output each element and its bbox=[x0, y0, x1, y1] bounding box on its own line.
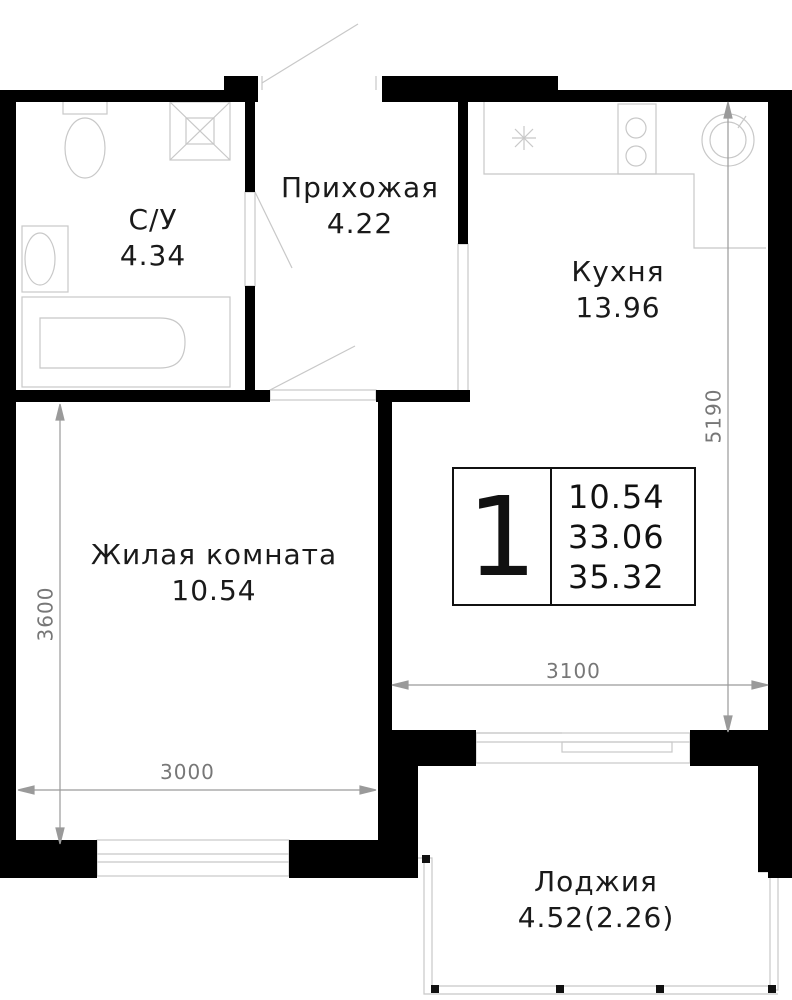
living-room-area: 10.54 bbox=[171, 574, 257, 607]
total-area-value: 33.06 bbox=[568, 517, 665, 556]
loggia-area: 4.52(2.26) bbox=[517, 901, 675, 934]
entrance-door-icon bbox=[261, 23, 377, 90]
shower-tray-icon bbox=[169, 101, 231, 161]
toilet-icon bbox=[62, 99, 108, 179]
loggia-label: Лоджия 4.52(2.26) bbox=[518, 864, 675, 936]
kitchen-name: Кухня bbox=[571, 255, 665, 288]
kitchen-height-dimension: 5190 bbox=[701, 388, 726, 444]
bathtub-icon bbox=[21, 296, 231, 388]
loggia-posts bbox=[422, 855, 776, 993]
hallway-area: 4.22 bbox=[326, 207, 394, 240]
living-area-value: 10.54 bbox=[568, 477, 665, 516]
kitchen-counter-icon bbox=[483, 102, 766, 249]
total-with-loggia-value: 35.32 bbox=[568, 557, 665, 596]
washbasin-icon bbox=[21, 225, 69, 293]
loggia-name: Лоджия bbox=[534, 865, 658, 898]
hallway-label: Прихожая 4.22 bbox=[281, 170, 439, 242]
living-width-dimension: 3000 bbox=[160, 760, 215, 784]
kitchen-area: 13.96 bbox=[575, 291, 661, 324]
apartment-summary-box: 1 10.54 33.06 35.32 bbox=[452, 467, 696, 606]
living-door-icon bbox=[269, 345, 377, 401]
bathroom-label: С/У 4.34 bbox=[120, 202, 186, 274]
bathroom-area: 4.34 bbox=[119, 239, 187, 272]
hallway-name: Прихожая bbox=[281, 171, 439, 204]
area-list: 10.54 33.06 35.32 bbox=[552, 469, 694, 604]
walls bbox=[0, 76, 792, 878]
living-room-label: Жилая комната 10.54 bbox=[91, 537, 337, 609]
dimension-lines bbox=[17, 101, 769, 845]
kitchen-opening bbox=[457, 243, 469, 395]
room-count: 1 bbox=[454, 469, 552, 604]
kitchen-label: Кухня 13.96 bbox=[571, 254, 664, 326]
living-window-icon bbox=[96, 839, 290, 877]
kitchen-width-dimension: 3100 bbox=[546, 659, 601, 683]
bathroom-name: С/У bbox=[128, 203, 178, 236]
living-height-dimension: 3600 bbox=[33, 586, 58, 642]
kitchen-balcony-door-icon bbox=[475, 732, 691, 764]
living-room-name: Жилая комната bbox=[90, 538, 338, 571]
